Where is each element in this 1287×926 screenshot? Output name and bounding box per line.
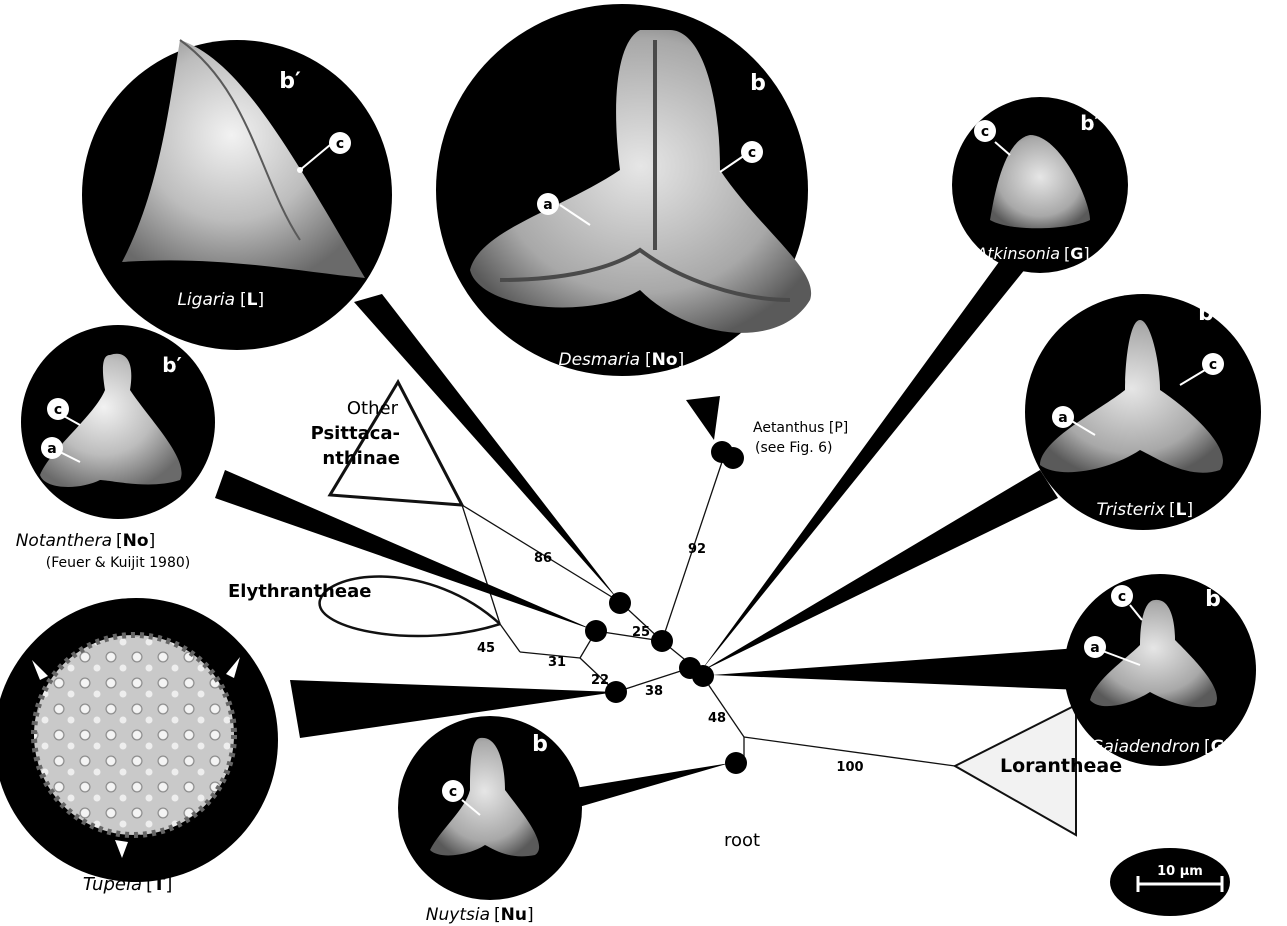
panel-atkinsonia: c b′ Atkinsonia [G] xyxy=(952,97,1128,273)
mark-label: b xyxy=(750,71,766,96)
clade-label-elythrantheae: Elythrantheae xyxy=(228,581,371,602)
clade-label-psittaca: Psittaca- xyxy=(311,423,400,444)
svg-text:45: 45 xyxy=(477,641,495,656)
clade-label-nthinae: nthinae xyxy=(322,448,400,469)
svg-text:86: 86 xyxy=(534,551,552,566)
feature-a-label: a xyxy=(1090,640,1099,656)
svg-text:22: 22 xyxy=(591,673,609,688)
mark-label: b xyxy=(1198,301,1214,326)
panel-gaiadendron: c a b Gaiadendron [G] xyxy=(1064,574,1256,766)
root-label: root xyxy=(724,830,760,851)
wedge-tristerix xyxy=(700,470,1058,672)
svg-text:31: 31 xyxy=(548,655,566,670)
panel-nuytsia: c b Nuytsia [Nu] xyxy=(398,716,582,925)
taxon-name-notanthera: Notanthera xyxy=(16,531,112,551)
svg-text:[G]: [G] xyxy=(1204,737,1231,757)
feature-c-label: c xyxy=(336,136,344,152)
wedge-desmaria xyxy=(686,396,720,440)
svg-text:48: 48 xyxy=(708,711,726,726)
panel-tristerix: a c b Tristerix [L] xyxy=(1025,294,1261,530)
svg-text:[T]: [T] xyxy=(146,874,172,895)
scale-bar-label: 10 µm xyxy=(1157,864,1203,879)
taxon-code-ligaria: L xyxy=(247,290,258,310)
mark-label: b′ xyxy=(1080,111,1100,135)
svg-text:100: 100 xyxy=(836,760,863,775)
taxon-code-notanthera: No xyxy=(123,531,149,551)
svg-text:92: 92 xyxy=(688,542,706,557)
mark-label: b xyxy=(532,732,548,757)
taxon-code-tristerix: L xyxy=(1176,500,1187,520)
taxon-name-tristerix: Tristerix xyxy=(1096,500,1165,520)
wedge-gaiadendron xyxy=(712,648,1082,690)
aetanthus-note: (see Fig. 6) xyxy=(755,440,833,456)
panel-desmaria: a c b Desmaria [No] (Feuer & Kujit 1980,… xyxy=(436,4,811,390)
taxon-name-gaiadendron: Gaiadendron xyxy=(1090,737,1200,757)
feature-c-label: c xyxy=(449,784,457,800)
svg-text:[Nu]: [Nu] xyxy=(494,905,534,925)
panel-ligaria: c b′ Ligaria [L] xyxy=(82,40,392,350)
svg-text:38: 38 xyxy=(645,684,663,699)
aetanthus-label: Aetanthus [P] xyxy=(753,420,848,436)
taxon-name-nuytsia: Nuytsia xyxy=(426,905,490,925)
clade-label-other: Other xyxy=(347,398,399,419)
svg-text:[No]: [No] xyxy=(645,350,684,370)
taxon-code-atkinsonia: G xyxy=(1070,244,1083,263)
mark-label: b xyxy=(1205,587,1221,612)
taxon-code-nuytsia: Nu xyxy=(501,905,527,925)
svg-text:[L]: [L] xyxy=(1169,500,1193,520)
panel-notanthera: c a b′ Notanthera [No] (Feuer & Kuijit 1… xyxy=(16,325,215,571)
feature-c-label: c xyxy=(1209,357,1217,373)
taxon-name-tupeia: Tupeia xyxy=(83,874,142,895)
panel-tupeia: Tupeia [T] xyxy=(0,598,278,895)
feature-c-label: c xyxy=(1118,589,1126,605)
feature-a-label: a xyxy=(47,441,56,457)
scale-bar: 10 µm xyxy=(1110,848,1230,916)
mark-label: b′ xyxy=(162,353,182,377)
svg-text:[No]: [No] xyxy=(116,531,155,551)
svg-text:[G]: [G] xyxy=(1064,244,1090,263)
svg-text:25: 25 xyxy=(632,625,650,640)
feature-c-label: c xyxy=(748,145,756,161)
clade-label-lorantheae: Lorantheae xyxy=(1000,755,1122,777)
taxon-name-desmaria: Desmaria xyxy=(558,350,640,370)
feature-a-label: a xyxy=(1058,410,1067,426)
taxon-code-gaiadendron: G xyxy=(1211,737,1225,757)
taxon-code-desmaria: No xyxy=(652,350,678,370)
taxon-name-atkinsonia: Atkinsonia xyxy=(975,244,1060,263)
citation-desmaria: (Feuer & Kujit 1980, fig. 29) xyxy=(532,375,712,390)
svg-text:[L]: [L] xyxy=(240,290,264,310)
feature-a-label: a xyxy=(543,197,552,213)
citation-notanthera: (Feuer & Kuijit 1980) xyxy=(46,555,190,571)
mark-label: b′ xyxy=(279,69,301,94)
taxon-name-ligaria: Ligaria xyxy=(177,290,235,310)
feature-c-label: c xyxy=(981,124,989,140)
feature-c-label: c xyxy=(54,402,62,418)
taxon-code-tupeia: T xyxy=(153,874,166,895)
